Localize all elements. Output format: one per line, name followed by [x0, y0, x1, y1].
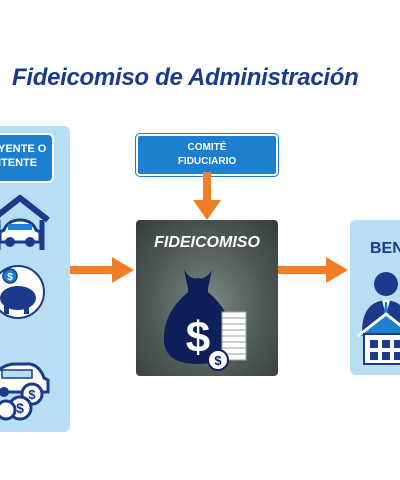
- comite-line1: COMITÉ: [187, 142, 227, 153]
- right-panel-beneficiario: BEN: [350, 220, 400, 375]
- arrow-right-center: [278, 257, 348, 283]
- svg-text:$: $: [7, 272, 13, 283]
- comite-fiduciario-box: COMITÉ FIDUCIARIO: [136, 134, 278, 176]
- svg-text:$: $: [16, 400, 24, 416]
- comite-line2: FIDUCIARIO: [177, 156, 237, 167]
- arrow-right-left: [70, 257, 134, 283]
- svg-text:$: $: [214, 353, 222, 368]
- money-bag-icon: $: [163, 270, 233, 364]
- beneficiario-label: BEN: [370, 240, 400, 257]
- page-title: Fideicomiso de Administración: [12, 64, 359, 91]
- left-header-line1: YENTE O: [0, 143, 47, 155]
- arrow-down-comite: [193, 172, 221, 220]
- fideicomiso-box: FIDEICOMISO $ $: [136, 220, 278, 376]
- svg-text:$: $: [186, 313, 210, 362]
- svg-text:$: $: [28, 387, 36, 402]
- house-car-icon: [0, 195, 50, 250]
- coin-stack-icon: $: [207, 311, 247, 371]
- fideicomiso-label: FIDEICOMISO: [154, 234, 260, 251]
- house-icon: [357, 312, 400, 365]
- left-header-line2: ITENTE: [0, 157, 38, 169]
- piggy-bank-icon: $: [0, 265, 45, 319]
- left-panel-fideicomitente: YENTE O ITENTE $ $ $: [0, 126, 70, 432]
- car-coins-icon: $ $: [0, 362, 50, 421]
- left-panel-header: YENTE O ITENTE: [0, 133, 54, 183]
